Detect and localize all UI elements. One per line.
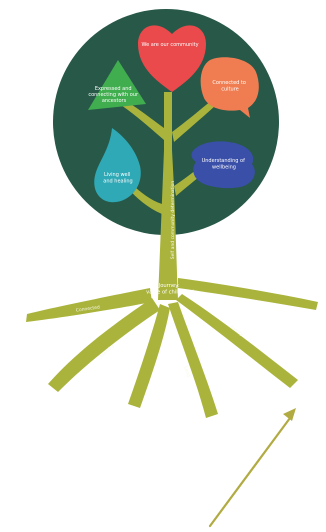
root-far-right [178,278,318,310]
teal-drop-label: Living well and healing [103,172,132,185]
arrow-shaft [210,418,290,526]
orange-bubble-label-line1: Connected to [212,80,246,86]
root-label-center: Land [182,366,191,378]
arrow-up-right-icon [210,408,296,526]
blue-blob-label-line1: Understanding of [202,158,245,164]
teal-drop-label-line1: Living well [104,172,130,178]
blue-blob-label-line2: wellbeing [212,165,236,171]
core-label-line1: Journey: [158,283,180,289]
arrow-head [283,408,296,421]
triangle-label-line3: ancestors [102,98,127,104]
core-label-line2: value of childhood [146,290,194,296]
trunk-vertical-label: Self and community determination [170,181,176,260]
heart-label: We are our community [141,42,198,48]
teal-drop-label-line2: and healing [103,179,132,185]
orange-bubble-label-line2: culture [221,87,238,93]
